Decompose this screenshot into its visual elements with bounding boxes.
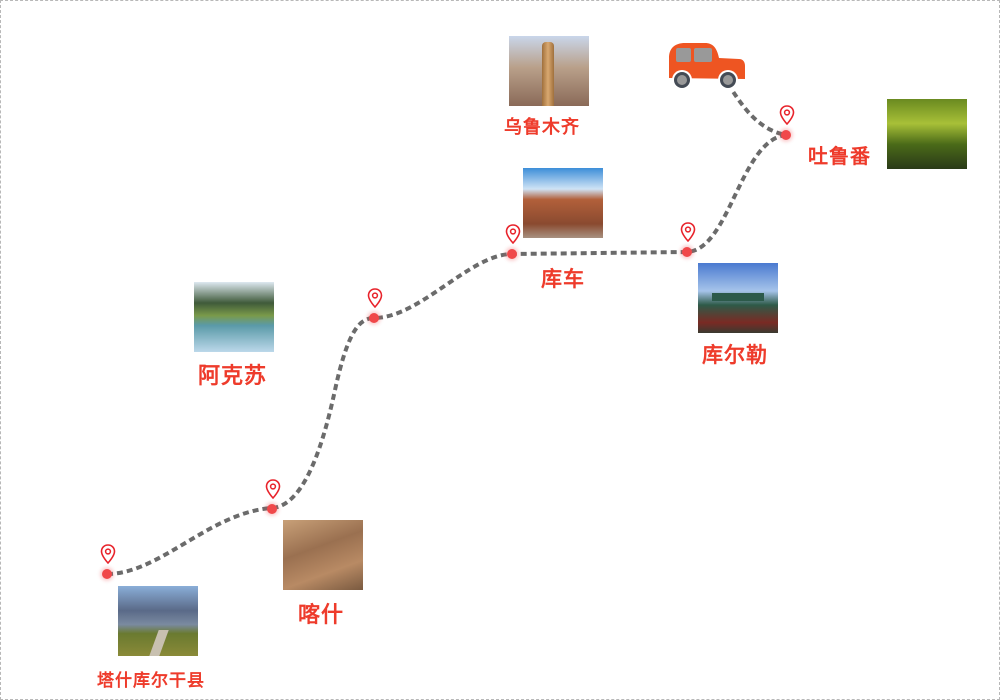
urumqi-photo bbox=[509, 36, 589, 106]
stop-label-korla: 库尔勒 bbox=[702, 343, 768, 367]
location-pin-icon bbox=[100, 544, 116, 564]
stop-label-turpan: 吐鲁番 bbox=[808, 144, 871, 168]
stop-label-urumqi: 乌鲁木齐 bbox=[504, 117, 580, 138]
location-pin-icon bbox=[367, 288, 383, 308]
turpan-photo bbox=[887, 99, 967, 169]
stop-dot-kashgar bbox=[267, 504, 277, 514]
location-pin-icon bbox=[265, 479, 281, 499]
stop-dot-turpan bbox=[781, 130, 791, 140]
stop-label-kuqa: 库车 bbox=[541, 267, 585, 291]
car-icon bbox=[669, 43, 745, 90]
aksu-photo bbox=[194, 282, 274, 352]
kuqa-photo bbox=[523, 168, 603, 238]
location-pin-icon bbox=[680, 222, 696, 242]
korla-photo bbox=[698, 263, 778, 333]
stop-label-kashgar: 喀什 bbox=[298, 603, 345, 628]
location-pin-icon bbox=[779, 105, 795, 125]
stop-label-aksu: 阿克苏 bbox=[198, 364, 268, 389]
location-pin-icon bbox=[505, 224, 521, 244]
stop-dot-aksu bbox=[369, 313, 379, 323]
kashgar-photo bbox=[283, 520, 363, 590]
stop-dot-tashkurgan bbox=[102, 569, 112, 579]
stop-label-tashkurgan: 塔什库尔干县 bbox=[97, 671, 205, 691]
stop-dot-kuqa bbox=[507, 249, 517, 259]
stop-dot-korla bbox=[682, 247, 692, 257]
tashkurgan-photo bbox=[118, 586, 198, 656]
